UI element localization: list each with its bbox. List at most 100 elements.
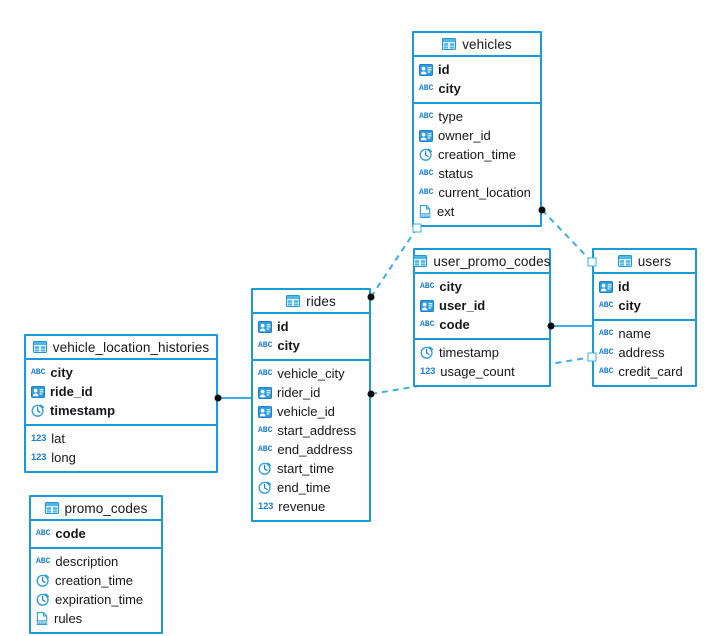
column-row[interactable]: timestamp	[415, 343, 549, 362]
table-header-rides[interactable]: rides	[253, 290, 369, 314]
column-row[interactable]: owner_id	[414, 126, 540, 145]
table-icon	[286, 295, 301, 307]
column-row[interactable]: start_time	[253, 459, 369, 478]
column-row[interactable]: user_id	[415, 296, 549, 315]
clock-icon	[31, 404, 45, 417]
column-name: credit_card	[618, 364, 683, 379]
relationship-source-dot	[214, 394, 222, 402]
column-row[interactable]: timestamp	[26, 401, 216, 420]
id-card-icon	[258, 320, 272, 333]
abc-icon: ABC	[599, 366, 614, 376]
table-header-vehicle_location_histories[interactable]: vehicle_location_histories	[26, 336, 216, 360]
id-card-icon	[419, 129, 433, 142]
column-name: city	[277, 338, 300, 353]
column-row[interactable]: id	[594, 277, 695, 296]
column-name: usage_count	[440, 364, 515, 379]
abc-icon: ABC	[36, 528, 51, 538]
json-file-icon: JSON	[36, 612, 49, 625]
table-header-user_promo_codes[interactable]: user_promo_codes	[413, 250, 550, 274]
table-header-users[interactable]: users	[594, 250, 695, 274]
column-row[interactable]: id	[414, 60, 540, 79]
abc-icon: ABC	[31, 367, 46, 377]
abc-icon: ABC	[258, 425, 273, 435]
column-name: name	[618, 326, 651, 341]
column-name: creation_time	[438, 147, 517, 162]
column-name: rider_id	[277, 385, 321, 400]
table-header-promo_codes[interactable]: promo_codes	[31, 497, 161, 521]
table-icon	[442, 38, 457, 50]
relationship-target-square	[412, 223, 422, 233]
abc-icon: ABC	[420, 319, 435, 329]
column-row[interactable]: rider_id	[253, 383, 369, 402]
abc-icon: ABC	[599, 347, 614, 357]
column-name: user_id	[439, 298, 486, 313]
abc-icon: ABC	[36, 556, 51, 566]
column-name: creation_time	[55, 573, 134, 588]
abc-icon: ABC	[419, 83, 434, 93]
column-row[interactable]: ABC credit_card	[594, 362, 695, 381]
column-row[interactable]: creation_time	[414, 145, 540, 164]
relationship-source-dot	[547, 322, 555, 330]
clock-icon	[36, 574, 50, 587]
id-card-icon	[420, 299, 434, 312]
table-header-vehicles[interactable]: vehicles	[414, 33, 540, 57]
column-row[interactable]: ABC city	[594, 296, 695, 315]
column-name: current_location	[438, 185, 531, 200]
column-row[interactable]: end_time	[253, 478, 369, 497]
clock-icon	[258, 481, 272, 494]
column-row[interactable]: vehicle_id	[253, 402, 369, 421]
column-name: id	[277, 319, 289, 334]
abc-icon: ABC	[419, 111, 434, 121]
table-title: vehicles	[462, 36, 512, 52]
column-name: ext	[437, 204, 455, 219]
abc-icon: ABC	[420, 281, 435, 291]
column-name: city	[618, 298, 641, 313]
abc-icon: ABC	[599, 300, 614, 310]
clock-icon	[36, 593, 50, 606]
column-row[interactable]: creation_time	[31, 571, 161, 590]
relationship-target-square	[587, 352, 597, 362]
column-row[interactable]: expiration_time	[31, 590, 161, 609]
column-row[interactable]: id	[253, 317, 369, 336]
column-row[interactable]: ride_id	[26, 382, 216, 401]
table-icon	[617, 255, 632, 267]
column-name: id	[438, 62, 450, 77]
column-name: vehicle_id	[277, 404, 335, 419]
relationship-source-dot	[367, 293, 375, 301]
column-name: vehicle_city	[277, 366, 345, 381]
